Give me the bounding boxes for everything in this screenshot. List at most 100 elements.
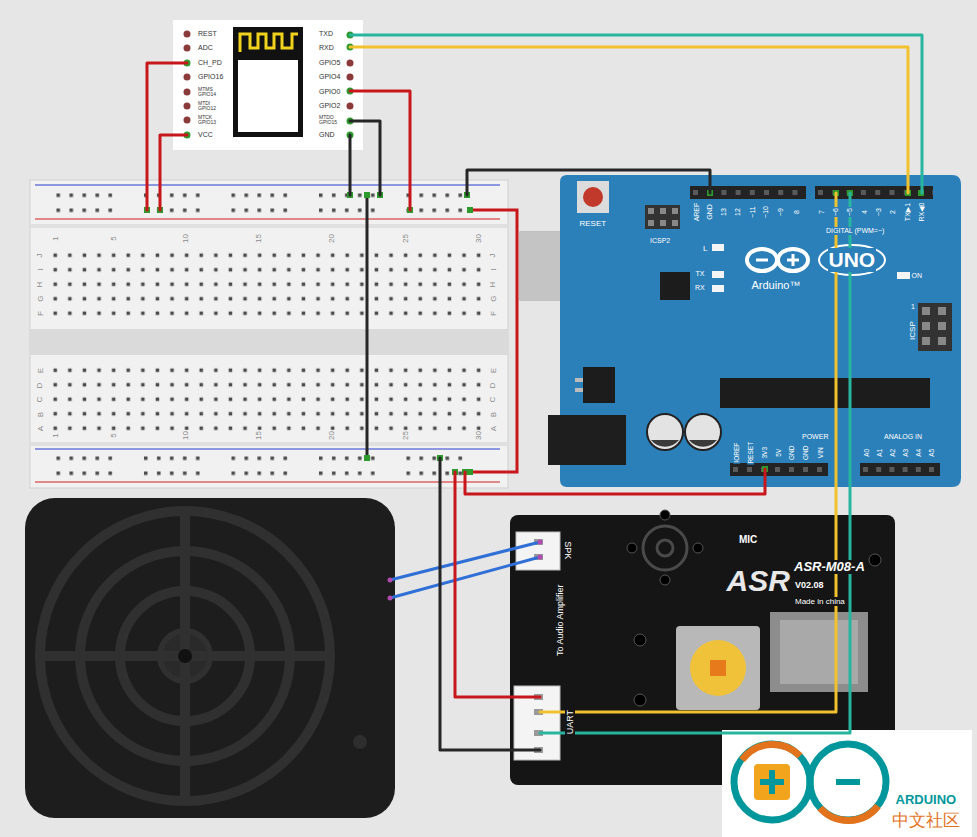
- esp8266-art-part: [233, 27, 303, 137]
- jumper-wires-part: [470, 210, 517, 472]
- board-label: 4: [861, 209, 869, 215]
- pin-label: ADC: [197, 44, 214, 52]
- breadboard-index: A: [489, 424, 498, 431]
- pin-label: GND: [318, 131, 336, 139]
- pin-label: MTDI GPIO12: [197, 101, 223, 112]
- breadboard-index: 5: [109, 235, 118, 241]
- breadboard-index: 1: [51, 235, 60, 241]
- jumper-wire: [440, 458, 540, 750]
- breadboard-art-part: [35, 218, 500, 219]
- breadboard-index: G: [36, 294, 45, 302]
- breadboard-index: I: [489, 267, 498, 271]
- board-label: L: [702, 244, 708, 253]
- arduino-board-art-part: [733, 467, 828, 472]
- arduino-board-art-part: [651, 440, 679, 447]
- arduino-board-art-part: [922, 337, 930, 345]
- board-label: ICSP2: [649, 237, 671, 245]
- breadboard-index: F: [488, 310, 497, 317]
- breadboard-index: 30: [473, 233, 482, 244]
- watermark-text: ARDUINO: [895, 793, 958, 808]
- watermark-logo-art-part: [734, 744, 810, 820]
- breadboard-index: J: [488, 252, 497, 258]
- jumper-wire: [160, 135, 187, 210]
- arduino-board-art-part: [756, 259, 768, 262]
- breadboard-index: E: [489, 366, 498, 373]
- board-label: A4: [915, 447, 922, 457]
- wire-end-dots-part: [467, 469, 473, 475]
- jumper-wire: [350, 121, 380, 195]
- board-label: A1: [876, 447, 883, 457]
- board-label: DIGITAL (PWM=~): [825, 227, 885, 235]
- arduino-board-art-part: [815, 186, 933, 199]
- jumper-wires-part: [388, 596, 393, 601]
- arduino-board-art-part: [672, 220, 678, 226]
- esp8266-art-part: [238, 60, 298, 132]
- wire-end-dots-part: [364, 455, 370, 461]
- breadboard-art-part: [48, 363, 486, 436]
- esp8266-art: [173, 20, 363, 150]
- arduino-board-art-part: [938, 307, 946, 315]
- breadboard-index: B: [489, 410, 498, 417]
- board-label: RX◀0: [918, 202, 926, 223]
- asr-module-art-part: [657, 540, 673, 556]
- arduino-board-art-part: [863, 467, 940, 472]
- arduino-board-art-part: [575, 388, 583, 392]
- arduino-uno-board: RESETICSP2AREFGND1312~11~10~987~6~54~32T…: [558, 165, 963, 487]
- pin-label: REST: [197, 30, 218, 38]
- asr-voice-module: SPKTo Audio AmplifierUARTMICASRASR-M08-A…: [510, 515, 895, 785]
- jumper-wires-part: [366, 195, 369, 460]
- breadboard-index: D: [35, 381, 44, 389]
- board-label: RX: [694, 284, 706, 292]
- jumper-wires-part: [388, 578, 393, 583]
- board-label: ~10: [762, 205, 770, 219]
- breadboard-art: [30, 180, 508, 488]
- arduino-board-art-part: [645, 205, 680, 229]
- breadboard-art-part: [30, 329, 508, 355]
- board-label: ~3: [875, 207, 883, 217]
- breadboard-index: 5: [109, 432, 118, 438]
- module-label: Made in china: [794, 597, 846, 606]
- pin-label: MTDO GPIO15: [318, 115, 346, 126]
- arduino-board-art-part: [660, 208, 666, 214]
- board-label: TX▶1: [904, 202, 912, 222]
- asr-module-art-part: [660, 575, 670, 585]
- breadboard-index: 30: [473, 430, 482, 441]
- breadboard-art-part: [48, 248, 486, 321]
- breadboard-index: 25: [400, 430, 409, 441]
- breadboard-art-part: [35, 184, 500, 185]
- breadboard-art-part: [35, 448, 500, 449]
- board-label: A0: [863, 447, 870, 457]
- breadboard-index: H: [35, 280, 44, 288]
- esp8266-art-part: [240, 34, 298, 52]
- arduino-board-art-part: [922, 307, 930, 315]
- arduino-board-art-part: [819, 245, 885, 275]
- arduino-board-art-part: [647, 414, 683, 450]
- breadboard-index: 20: [326, 430, 335, 441]
- arduino-board-art: [520, 175, 961, 487]
- arduino-board-art-part: [520, 232, 560, 300]
- pin-label: GPIO5: [318, 59, 341, 67]
- arduino-board-art-part: [778, 249, 808, 271]
- arduino-board-art-part: [792, 254, 795, 266]
- pin-label: GPIO2: [318, 102, 341, 110]
- wire-end-dots: [144, 32, 924, 476]
- breadboard-index: E: [36, 366, 45, 373]
- board-label: ICSP: [907, 320, 916, 341]
- arduino-board-art-part: [938, 337, 946, 345]
- arduino-board-art-part: [730, 463, 828, 476]
- esp8266-art-part: [184, 89, 191, 96]
- breadboard-index: I: [36, 267, 45, 271]
- pin-label: RXD: [318, 44, 335, 52]
- breadboard-art-part: [30, 180, 508, 488]
- breadboard-index: C: [35, 395, 44, 403]
- asr-module-art-part: [643, 526, 687, 570]
- arduino-board-art-part: [712, 285, 724, 292]
- pin-label: GPIO4: [318, 73, 341, 81]
- board-label: RESET: [747, 440, 754, 464]
- board-label: POWER: [801, 433, 829, 441]
- breadboard-index: 20: [326, 233, 335, 244]
- breadboard-index: 1: [51, 432, 60, 438]
- arduino-board-art-part: [583, 187, 603, 207]
- asr-module-art-part: [634, 694, 646, 706]
